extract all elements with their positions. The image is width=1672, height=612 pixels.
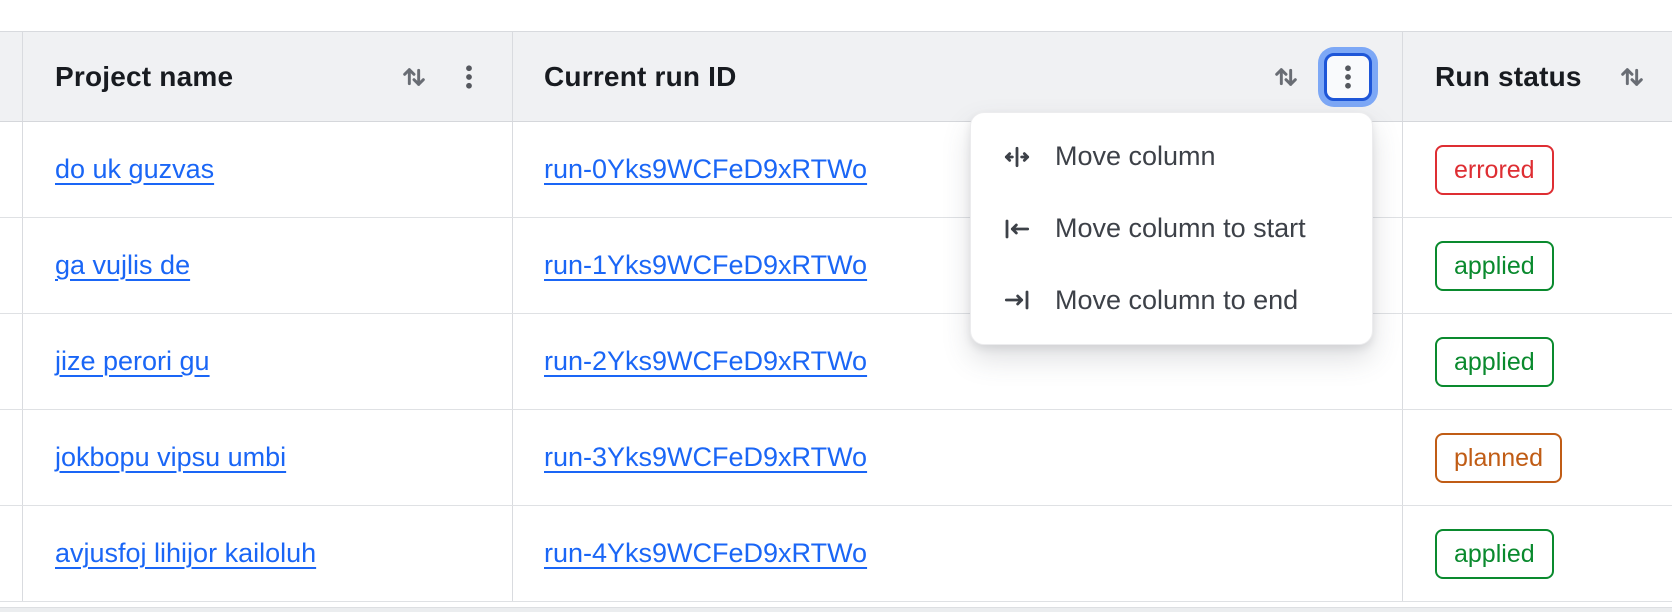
current-run-id-sort-button[interactable] (1268, 59, 1304, 95)
run-status-header-label: Run status (1435, 60, 1582, 92)
column-options-menu: Move column Move column to start Move co… (970, 112, 1373, 345)
run-status-badge: planned (1435, 432, 1562, 483)
project-link[interactable]: jokbopu vipsu umbi (55, 442, 287, 472)
table-row: jokbopu vipsu umbi run-3Yks9WCFeD9xRTWo … (0, 410, 1672, 506)
project-link[interactable]: do uk guzvas (55, 154, 215, 184)
move-column-to-end-icon (1001, 284, 1033, 316)
project-name-options-button[interactable] (452, 60, 486, 94)
project-name-header-label: Project name (55, 60, 234, 92)
table-row: avjusfoj lihijor kailoluh run-4Yks9WCFeD… (0, 506, 1672, 602)
table-row: do uk guzvas run-0Yks9WCFeD9xRTWo errore… (0, 122, 1672, 218)
move-column-to-start-icon (1001, 213, 1033, 245)
project-link[interactable]: avjusfoj lihijor kailoluh (55, 538, 317, 568)
menu-item-move-column-to-end[interactable]: Move column to end (971, 264, 1372, 336)
menu-item-label: Move column (1055, 141, 1216, 172)
project-name-sort-button[interactable] (396, 59, 432, 95)
column-header-project-name: Project name (23, 32, 513, 121)
run-status-sort-button[interactable] (1614, 59, 1650, 95)
menu-item-move-column-to-start[interactable]: Move column to start (971, 193, 1372, 265)
run-id-link[interactable]: run-1Yks9WCFeD9xRTWo (544, 250, 868, 280)
menu-item-move-column[interactable]: Move column (971, 121, 1372, 193)
sort-arrows-icon (1275, 67, 1297, 86)
run-status-badge: errored (1435, 144, 1554, 195)
project-link[interactable]: jize perori gu (55, 346, 210, 376)
projects-table: Project name Current run ID (0, 31, 1672, 602)
run-id-link[interactable]: run-0Yks9WCFeD9xRTWo (544, 154, 868, 184)
column-header-run-status: Run status (1403, 32, 1672, 121)
menu-item-label: Move column to end (1055, 284, 1299, 315)
sort-arrows-icon (403, 67, 425, 86)
table-row: ga vujlis de run-1Yks9WCFeD9xRTWo applie… (0, 218, 1672, 314)
kebab-menu-icon (466, 64, 472, 89)
current-run-id-options-button-focused[interactable] (1324, 52, 1372, 101)
run-status-badge: applied (1435, 240, 1554, 291)
run-id-link[interactable]: run-4Yks9WCFeD9xRTWo (544, 538, 868, 568)
sort-arrows-icon (1621, 67, 1643, 86)
table-row: jize perori gu run-2Yks9WCFeD9xRTWo appl… (0, 314, 1672, 410)
current-run-id-header-label: Current run ID (544, 60, 737, 92)
run-status-badge: applied (1435, 528, 1554, 579)
table-header-row: Project name Current run ID (0, 31, 1672, 122)
run-id-link[interactable]: run-2Yks9WCFeD9xRTWo (544, 346, 868, 376)
column-header-current-run-id: Current run ID (513, 32, 1403, 121)
kebab-menu-icon (1345, 64, 1351, 89)
project-link[interactable]: ga vujlis de (55, 250, 191, 280)
run-id-link[interactable]: run-3Yks9WCFeD9xRTWo (544, 442, 868, 472)
menu-item-label: Move column to start (1055, 213, 1306, 243)
gutter-header-cell (0, 32, 23, 121)
run-status-badge: applied (1435, 336, 1554, 387)
horizontal-scrollbar-track[interactable] (0, 607, 1672, 612)
move-column-icon (1001, 141, 1033, 173)
